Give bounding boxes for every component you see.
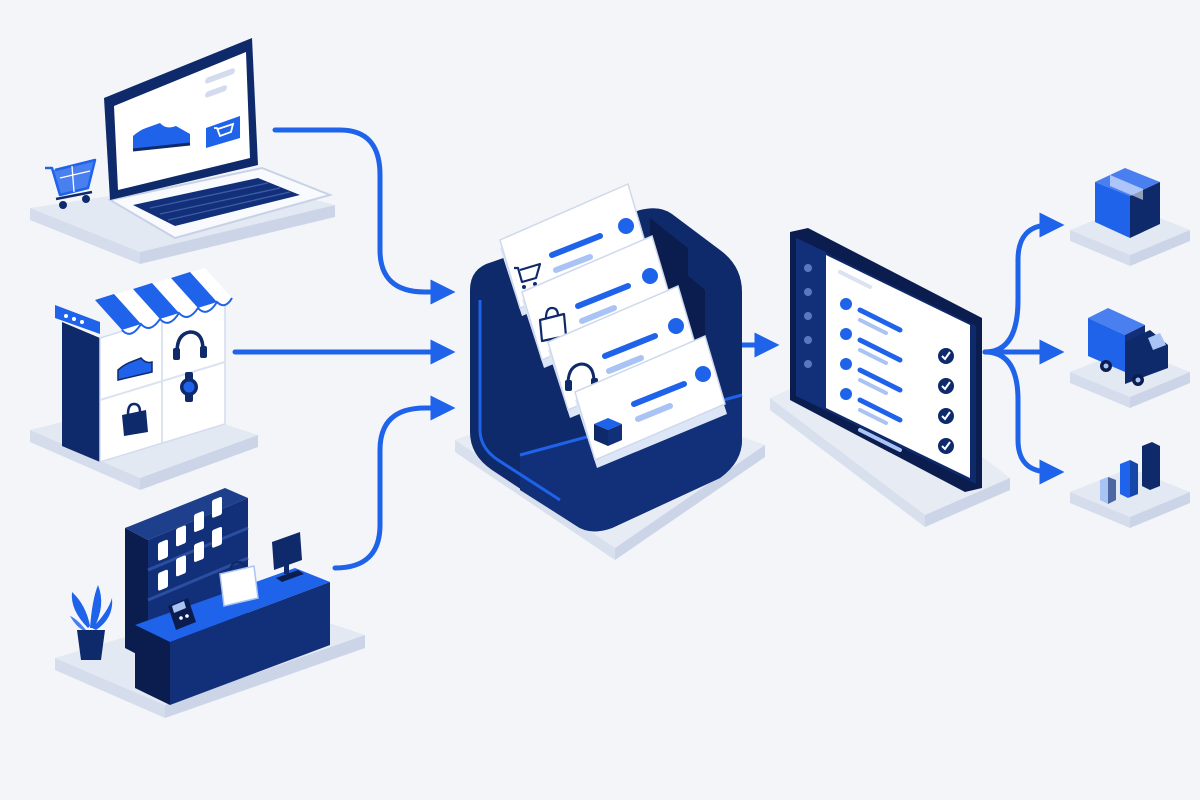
arrow-counter-to-hub	[332, 395, 456, 571]
laptop-icon	[104, 38, 334, 240]
package-icon	[594, 418, 622, 446]
watch-icon	[180, 372, 198, 402]
arrow-online-to-hub	[272, 127, 456, 305]
product-text-line	[205, 68, 235, 84]
order-dashboard	[770, 228, 1010, 527]
dashboard-row	[858, 428, 954, 454]
analytics-output	[1070, 442, 1190, 528]
arrow-dashboard-to-warehouse	[982, 212, 1065, 355]
sneaker-icon	[132, 123, 191, 152]
shop-sign	[55, 305, 100, 334]
online-store-source	[30, 38, 335, 264]
sneaker-icon	[117, 357, 153, 381]
dashboard-row	[840, 358, 954, 395]
package-box-icon	[1095, 168, 1160, 238]
retail-counter-source	[55, 488, 365, 718]
dashboard-row	[840, 298, 903, 335]
cart-button-icon	[206, 116, 240, 148]
order-card	[574, 334, 727, 468]
order-queue-hub	[455, 182, 765, 560]
headphones-icon	[173, 330, 207, 360]
potted-plant-icon	[70, 585, 113, 660]
dashboard-row	[840, 328, 954, 365]
shopping-cart-icon	[45, 158, 97, 209]
arrow-dashboard-to-analytics	[982, 349, 1065, 485]
storefront-source	[30, 268, 258, 490]
bar-chart-icon	[1100, 442, 1160, 504]
shop-awning-icon	[95, 268, 233, 335]
handbag-icon	[122, 402, 148, 436]
shopping-cart-icon	[514, 262, 542, 289]
connectors	[232, 127, 1065, 571]
delivery-truck-icon	[1088, 308, 1168, 386]
shipping-output	[1070, 308, 1190, 408]
laptop-screen	[114, 52, 250, 190]
card-terminal-icon	[168, 598, 196, 630]
warehouse-output	[1070, 168, 1190, 266]
shop-building	[55, 268, 233, 464]
handbag-icon	[538, 306, 568, 343]
shopping-bag-icon	[219, 560, 259, 607]
dashboard-row	[840, 388, 954, 425]
pos-monitor-icon	[272, 532, 304, 582]
dashboard-sidebar	[796, 238, 826, 410]
